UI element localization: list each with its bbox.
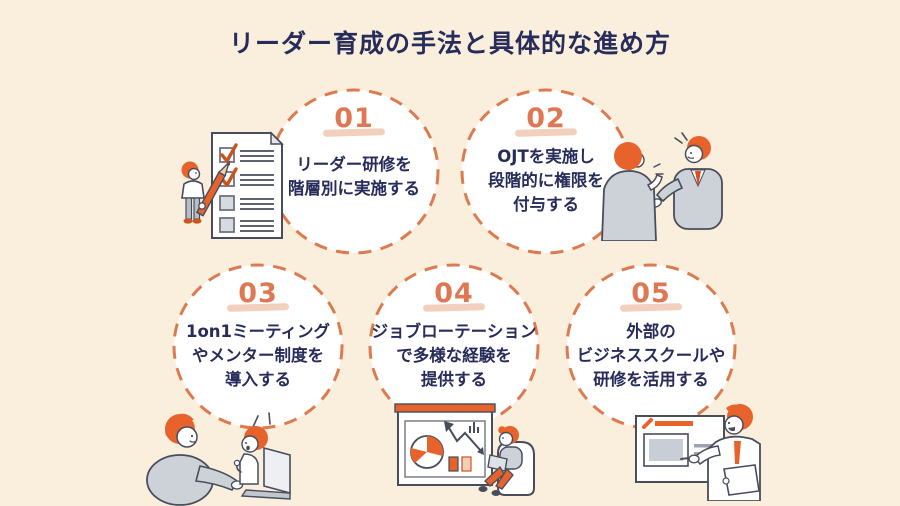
step-circle-4: 04 ジョブローテーション で多様な経験を 提供する bbox=[368, 263, 540, 430]
step-text-line: OJTを実施し bbox=[497, 147, 595, 166]
step-text-line: 1on1ミーティング bbox=[185, 322, 331, 341]
step-text-line: ビジネススクールや bbox=[576, 345, 726, 365]
external-training-illustration bbox=[628, 396, 773, 501]
ojt-conversation-illustration bbox=[598, 127, 730, 241]
step-text-line: 外部の bbox=[626, 322, 676, 341]
charts-board-icon bbox=[394, 403, 535, 496]
step-number: 03 bbox=[238, 278, 278, 309]
step-circle-3: 03 1on1ミーティング やメンター制度を 導入する bbox=[172, 263, 344, 430]
page-title: リーダー育成の手法と具体的な進め方 bbox=[228, 29, 671, 58]
step-circle-5: 05 外部の ビジネススクールや 研修を活用する bbox=[565, 263, 737, 430]
step-text-line: 導入する bbox=[225, 369, 291, 389]
mentoring-pair-illustration bbox=[140, 396, 295, 506]
dashed-circle bbox=[565, 263, 737, 430]
checklist-icon bbox=[181, 131, 284, 239]
step-circle-1: 01 リーダー研修を 階層別に実施する bbox=[268, 88, 440, 255]
step-text-line: リーダー研修を bbox=[296, 155, 412, 174]
dashed-circle bbox=[368, 263, 540, 430]
step-text-line: 段階的に権限を bbox=[488, 170, 604, 190]
step-number: 02 bbox=[526, 103, 566, 134]
step-text-line: ジョブローテーション bbox=[371, 322, 537, 341]
step-text-line: 提供する bbox=[420, 369, 487, 389]
step-number: 01 bbox=[334, 103, 374, 134]
step-text-line: 研修を活用する bbox=[593, 369, 709, 389]
mentoring-icon bbox=[146, 412, 291, 506]
step-text-line: で多様な経験を bbox=[396, 345, 512, 365]
dashed-circle bbox=[172, 263, 344, 430]
step-number: 04 bbox=[434, 278, 474, 309]
presentation-charts-illustration bbox=[394, 397, 539, 505]
conversation-icon bbox=[601, 132, 723, 241]
checklist-person-illustration bbox=[176, 126, 294, 244]
step-text-line: やメンター制度を bbox=[192, 345, 324, 365]
external-board-icon bbox=[635, 404, 761, 501]
step-text-line: 階層別に実施する bbox=[288, 178, 420, 198]
step-text-line: 付与する bbox=[513, 194, 579, 214]
step-number: 05 bbox=[631, 278, 671, 309]
